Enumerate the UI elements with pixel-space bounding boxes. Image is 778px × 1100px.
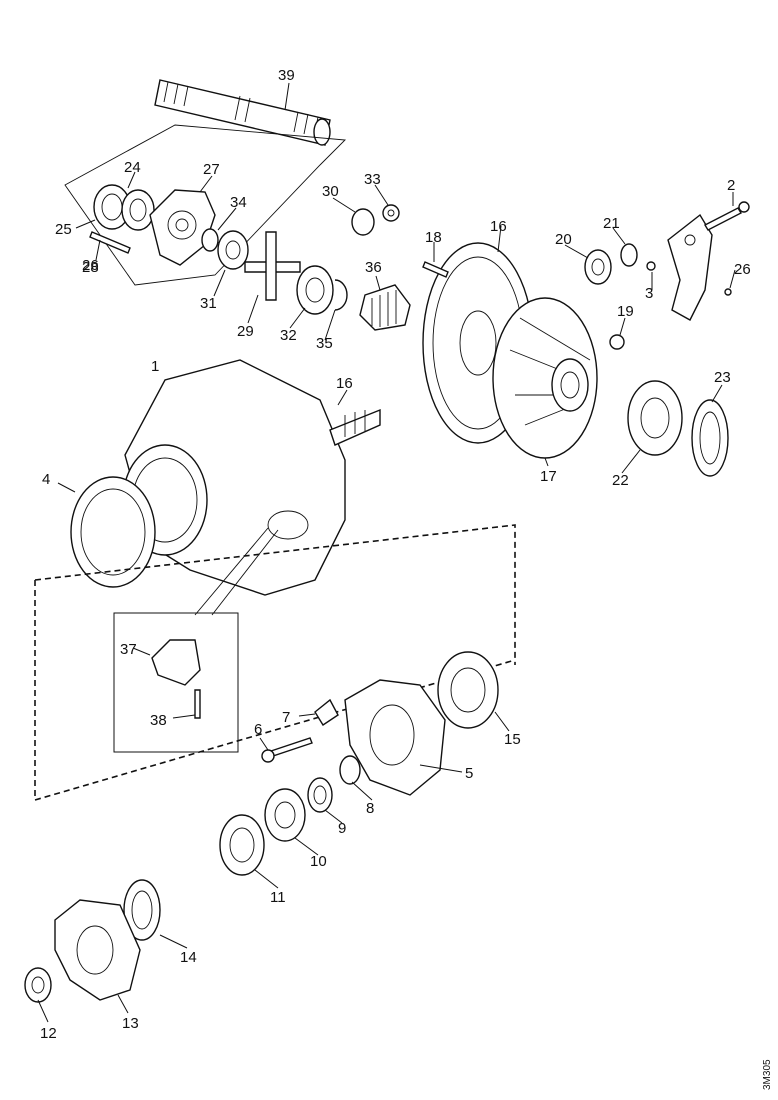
label-15: 15 [504, 731, 521, 748]
bolt-part-38 [194, 689, 201, 719]
bearing-part-15 [437, 651, 499, 729]
label-39: 39 [278, 67, 295, 84]
washer-part-33 [382, 204, 400, 222]
label-38: 38 [150, 712, 167, 729]
flange-part-13 [54, 899, 141, 1001]
differential-carrier-part-17 [492, 297, 598, 459]
side-gear-part-31 [217, 230, 249, 270]
thrust-washer-part-35 [334, 279, 348, 311]
label-37: 37 [120, 641, 137, 658]
label-8: 8 [366, 800, 374, 817]
label-32: 32 [280, 327, 297, 344]
label-26-left: 26 [82, 257, 99, 274]
nut-part-19 [609, 334, 625, 350]
bearing-cap-part-25 [667, 213, 713, 321]
label-1: 1 [151, 358, 159, 375]
gasket-part-4 [70, 476, 156, 588]
label-31: 31 [200, 295, 217, 312]
pinion-part-36 [359, 284, 411, 331]
differential-case-part-27 [149, 189, 216, 266]
bearing-part-11 [219, 814, 265, 876]
washer-part-8 [339, 755, 361, 785]
shim-part-7 [314, 698, 339, 726]
label-36: 36 [365, 259, 382, 276]
bearing-part-10 [264, 788, 306, 842]
label-9: 9 [338, 820, 346, 837]
label-19: 19 [617, 303, 634, 320]
label-23: 23 [714, 369, 731, 386]
pin-part-26-right [724, 288, 732, 296]
seal-part-14 [123, 879, 161, 941]
cross-shaft-part-29 [244, 231, 301, 301]
pin-part-3 [646, 261, 656, 271]
label-26-right: 26 [734, 261, 751, 278]
label-6: 6 [254, 721, 262, 738]
washer-part-34 [201, 228, 219, 252]
label-21: 21 [603, 215, 620, 232]
label-20: 20 [555, 231, 572, 248]
label-3: 3 [645, 285, 653, 302]
seal-part-21 [620, 243, 638, 267]
label-5: 5 [465, 765, 473, 782]
nut-part-12 [24, 967, 52, 1003]
label-33: 33 [364, 171, 381, 188]
label-25: 25 [55, 221, 72, 238]
bolt-part-28 [89, 231, 131, 254]
group-outline-upper [64, 124, 346, 286]
label-16-lower: 16 [336, 375, 353, 392]
seal-part-9 [307, 777, 333, 813]
bolt-part-2 [704, 201, 750, 231]
bolt-part-18 [422, 261, 449, 278]
drawing-code: 3M305 [762, 1059, 773, 1090]
label-16-upper: 16 [490, 218, 507, 235]
label-17: 17 [540, 468, 557, 485]
bearing-part-20 [584, 249, 612, 285]
label-11: 11 [270, 889, 286, 906]
label-4: 4 [42, 471, 50, 488]
label-35: 35 [316, 335, 333, 352]
pinion-gear-part-30 [351, 208, 375, 236]
label-28: 28 [82, 259, 99, 276]
label-14: 14 [180, 949, 197, 966]
label-22: 22 [612, 472, 629, 489]
label-18: 18 [425, 229, 442, 246]
label-27: 27 [203, 161, 220, 178]
label-29: 29 [237, 323, 254, 340]
bearing-part-24 [93, 184, 155, 231]
ring-part-23 [691, 399, 729, 477]
detail-pointer [194, 527, 279, 616]
axle-housing-part-1 [122, 359, 381, 596]
label-2: 2 [727, 177, 735, 194]
bolt-part-6 [261, 737, 313, 763]
detail-inset-box [113, 612, 239, 753]
label-34: 34 [230, 194, 247, 211]
bearing-part-22 [627, 380, 683, 456]
leader-lines [37, 82, 736, 1023]
label-12: 12 [40, 1025, 57, 1042]
label-24: 24 [124, 159, 141, 176]
side-gear-part-32 [296, 265, 334, 315]
pinion-cage-part-5 [344, 679, 446, 796]
cover-part-37 [151, 639, 201, 686]
label-10: 10 [310, 853, 327, 870]
axle-shaft-part-39 [154, 79, 331, 146]
label-30: 30 [322, 183, 339, 200]
label-13: 13 [122, 1015, 139, 1032]
label-7: 7 [282, 709, 290, 726]
